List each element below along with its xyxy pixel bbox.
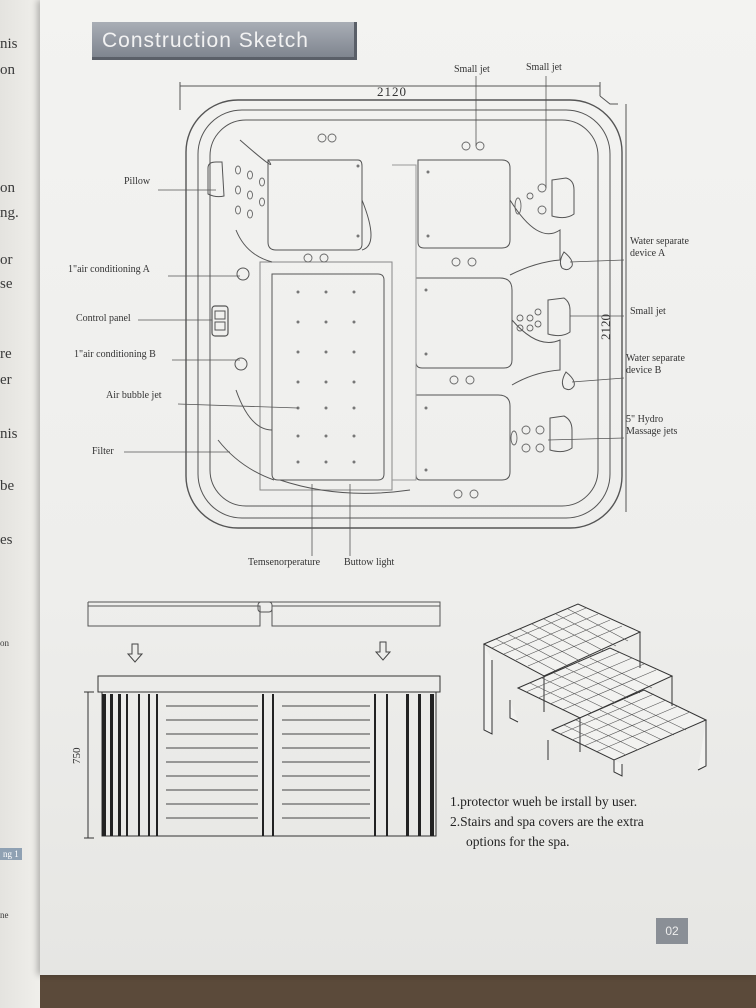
water-separate-device-a [559, 251, 573, 271]
pillow-right-1 [551, 177, 575, 219]
seat-corner-left [267, 159, 363, 251]
margin-text: nis [0, 36, 18, 52]
margin-text: be [0, 478, 15, 494]
pillow-left [207, 161, 225, 198]
notes: 1.protector wueh be irstall by user. 2.S… [450, 792, 644, 852]
control-panel-label: Control panel [76, 313, 131, 324]
width-dimension: 2120 [377, 84, 407, 99]
arrows [126, 641, 392, 663]
margin-text: on [0, 638, 9, 648]
construction-drawing [84, 76, 708, 839]
note-line: options for the spa. [466, 834, 570, 849]
small-jet-label: Small jet [526, 62, 562, 73]
margin-text: ng. [0, 205, 19, 221]
spa-outer-shell [185, 99, 623, 529]
control-panel [211, 305, 229, 337]
side-stripes-left [102, 694, 434, 836]
pillow-right-3 [549, 415, 573, 453]
water-separate-a-label: Water separate [630, 236, 689, 247]
spa-cover [87, 601, 441, 627]
small-jet-right-label: Small jet [630, 306, 666, 317]
water-separate-b-label: Water separate [626, 353, 685, 364]
margin-text: ne [0, 910, 9, 920]
pillow-right-2 [547, 297, 571, 337]
seat-right-1 [417, 159, 511, 249]
margin-text: es [0, 532, 13, 548]
filter-label: Filter [92, 446, 114, 457]
water-separate-b-label: device B [626, 365, 662, 376]
margin-text: re [0, 346, 12, 362]
seat-right-3 [415, 394, 511, 481]
air-conditioning-a [236, 267, 250, 281]
water-separate-device-b [561, 371, 575, 391]
margin-text: nis [0, 426, 18, 442]
manual-page: Construction Sketch [40, 0, 756, 975]
margin-tab: ng 1 [0, 848, 22, 860]
water-separate-a-label: device A [630, 248, 666, 259]
margin-text: or [0, 252, 13, 268]
note-line: 1.protector wueh be irstall by user. [450, 794, 638, 809]
hydro-jets-label: 5" Hydro [626, 414, 664, 425]
air-conditioning-b-label: 1"air conditioning B [74, 349, 156, 360]
note-line: 2.Stairs and spa covers are the extra [450, 814, 644, 829]
height-dimension: 750 [71, 747, 83, 765]
air-conditioning-a-label: 1"air conditioning A [68, 264, 150, 275]
page-number: 02 [656, 918, 688, 944]
small-jet-label: Small jet [454, 64, 490, 75]
lounger-seat [271, 273, 385, 481]
side-slats [166, 705, 370, 819]
margin-text: se [0, 276, 13, 292]
margin-text: er [0, 372, 12, 388]
depth-dimension: 2120 [598, 314, 613, 340]
jets [235, 133, 547, 499]
leader-lines [124, 76, 625, 556]
margin-text: on [0, 62, 15, 78]
air-conditioning-b [234, 357, 248, 371]
spa-stairs [482, 603, 708, 777]
pillow-label: Pillow [124, 176, 151, 187]
seat-right-2 [415, 277, 513, 369]
stairs-grid [491, 607, 691, 756]
bottom-light-label: Buttow light [344, 557, 395, 568]
adjacent-page-margin: nis on on ng. or se re er nis be es on n… [0, 0, 40, 1008]
air-bubble-jet-label: Air bubble jet [106, 390, 162, 401]
hydro-jets-label: Massage jets [626, 426, 678, 437]
margin-text: on [0, 180, 15, 196]
section-header: Construction Sketch [92, 22, 357, 60]
air-bubble-jets [296, 164, 430, 472]
temperature-label: Temsenorperature [248, 557, 321, 568]
